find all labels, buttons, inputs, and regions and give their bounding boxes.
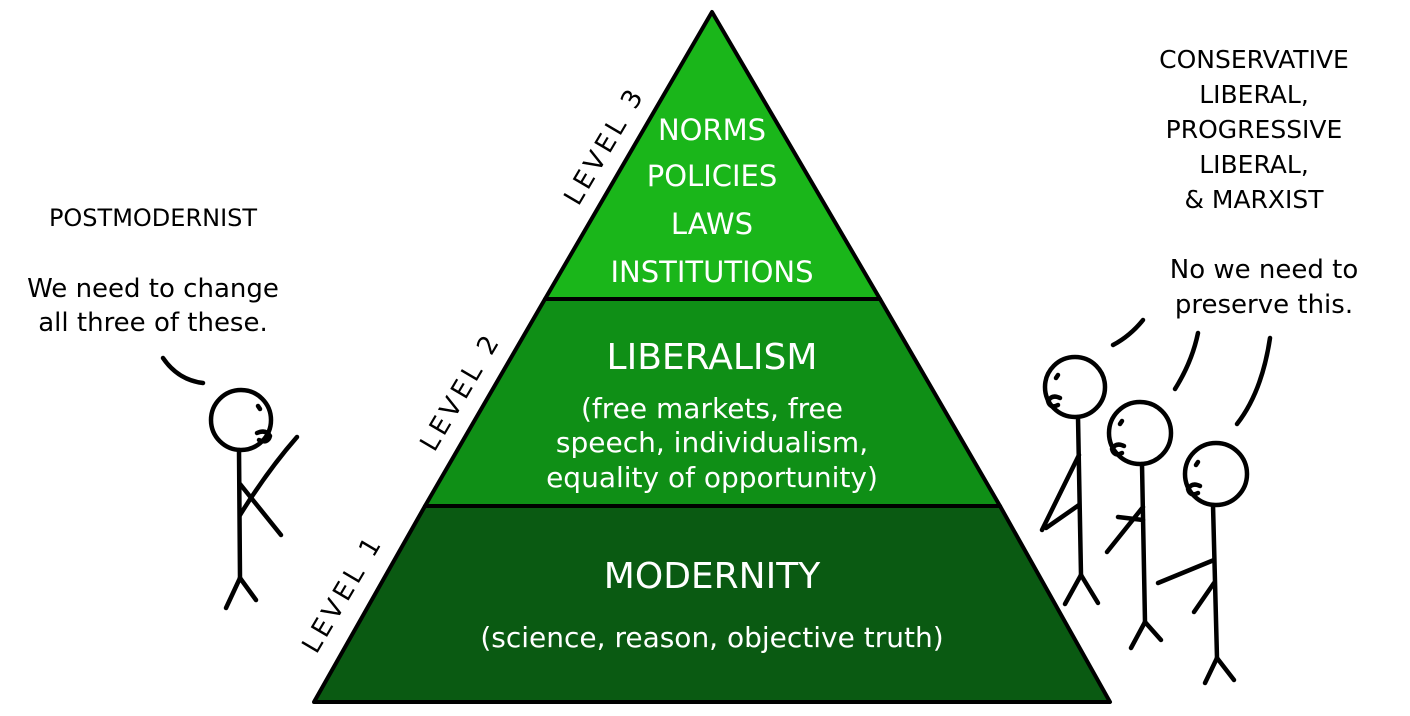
group-label-line: PROGRESSIVE [1166,115,1343,144]
body [1075,414,1084,578]
speech-tick [160,355,206,386]
leg-right [1214,655,1237,683]
eye [255,403,263,412]
leg-right [237,575,259,603]
arm-left [1039,452,1082,533]
leg-left [1062,572,1084,607]
leg-right [1078,572,1101,606]
speech-tick [1234,335,1273,427]
level-2-title: LIBERALISM [607,337,818,378]
arm-right [1115,514,1146,523]
postmodernist-stick-figure [160,355,300,611]
level-2-line: speech, individualism, [556,426,868,459]
eye [1053,372,1061,381]
leg-right [1142,619,1164,643]
group-label-line: LIBERAL, [1199,80,1309,109]
head [1182,440,1250,508]
body [1139,461,1148,625]
speech-line: all three of these. [38,308,268,338]
arm-right [1043,502,1082,531]
arm-left [1155,557,1217,586]
arm-right [1191,580,1217,615]
right-group-label: CONSERVATIVE LIBERAL, PROGRESSIVE LIBERA… [1159,45,1349,214]
level-2-line: equality of opportunity) [546,461,878,494]
leg-left [1128,619,1148,651]
postmodernist-label: POSTMODERNIST [49,204,257,232]
mouth [1045,394,1063,409]
arm-left [1104,504,1146,555]
level-3-item: INSTITUTIONS [610,255,813,289]
mouth [1109,442,1127,457]
mouth [254,429,273,444]
right-group-speech: No we need to preserve this. [1170,255,1359,320]
arm-right [237,434,300,518]
eye [1193,459,1201,468]
leg-left [1202,655,1220,686]
level-2-line: (free markets, free [581,392,843,425]
right-stick-figure-3 [1155,335,1273,686]
arm-left [237,481,284,538]
speech-line: preserve this. [1175,290,1353,320]
speech-line: We need to change [27,274,279,304]
level-3-item: POLICIES [647,159,778,193]
level-2-description: (free markets, free speech, individualis… [546,392,878,494]
right-stick-figure-2 [1104,330,1201,651]
level-1-title: MODERNITY [604,556,821,597]
group-label-line: & MARXIST [1184,185,1324,214]
pyramid-level-1-tier [312,504,1112,704]
group-label-line: LIBERAL, [1199,150,1309,179]
speech-tick [1172,330,1201,392]
level-1-description: (science, reason, objective truth) [480,621,943,654]
level-3-items: NORMS POLICIES LAWS INSTITUTIONS [610,113,813,289]
mouth [1185,482,1203,497]
eye [1117,418,1125,427]
level-3-item: NORMS [658,113,766,147]
speech-tick [1110,317,1146,348]
group-label-line: CONSERVATIVE [1159,45,1349,74]
right-stick-figure-1 [1039,317,1146,607]
postmodernist-speech: We need to change all three of these. [27,274,279,338]
head [1042,354,1108,420]
level-3-item: LAWS [671,207,753,241]
leg-left [223,575,243,611]
speech-line: No we need to [1170,255,1359,285]
